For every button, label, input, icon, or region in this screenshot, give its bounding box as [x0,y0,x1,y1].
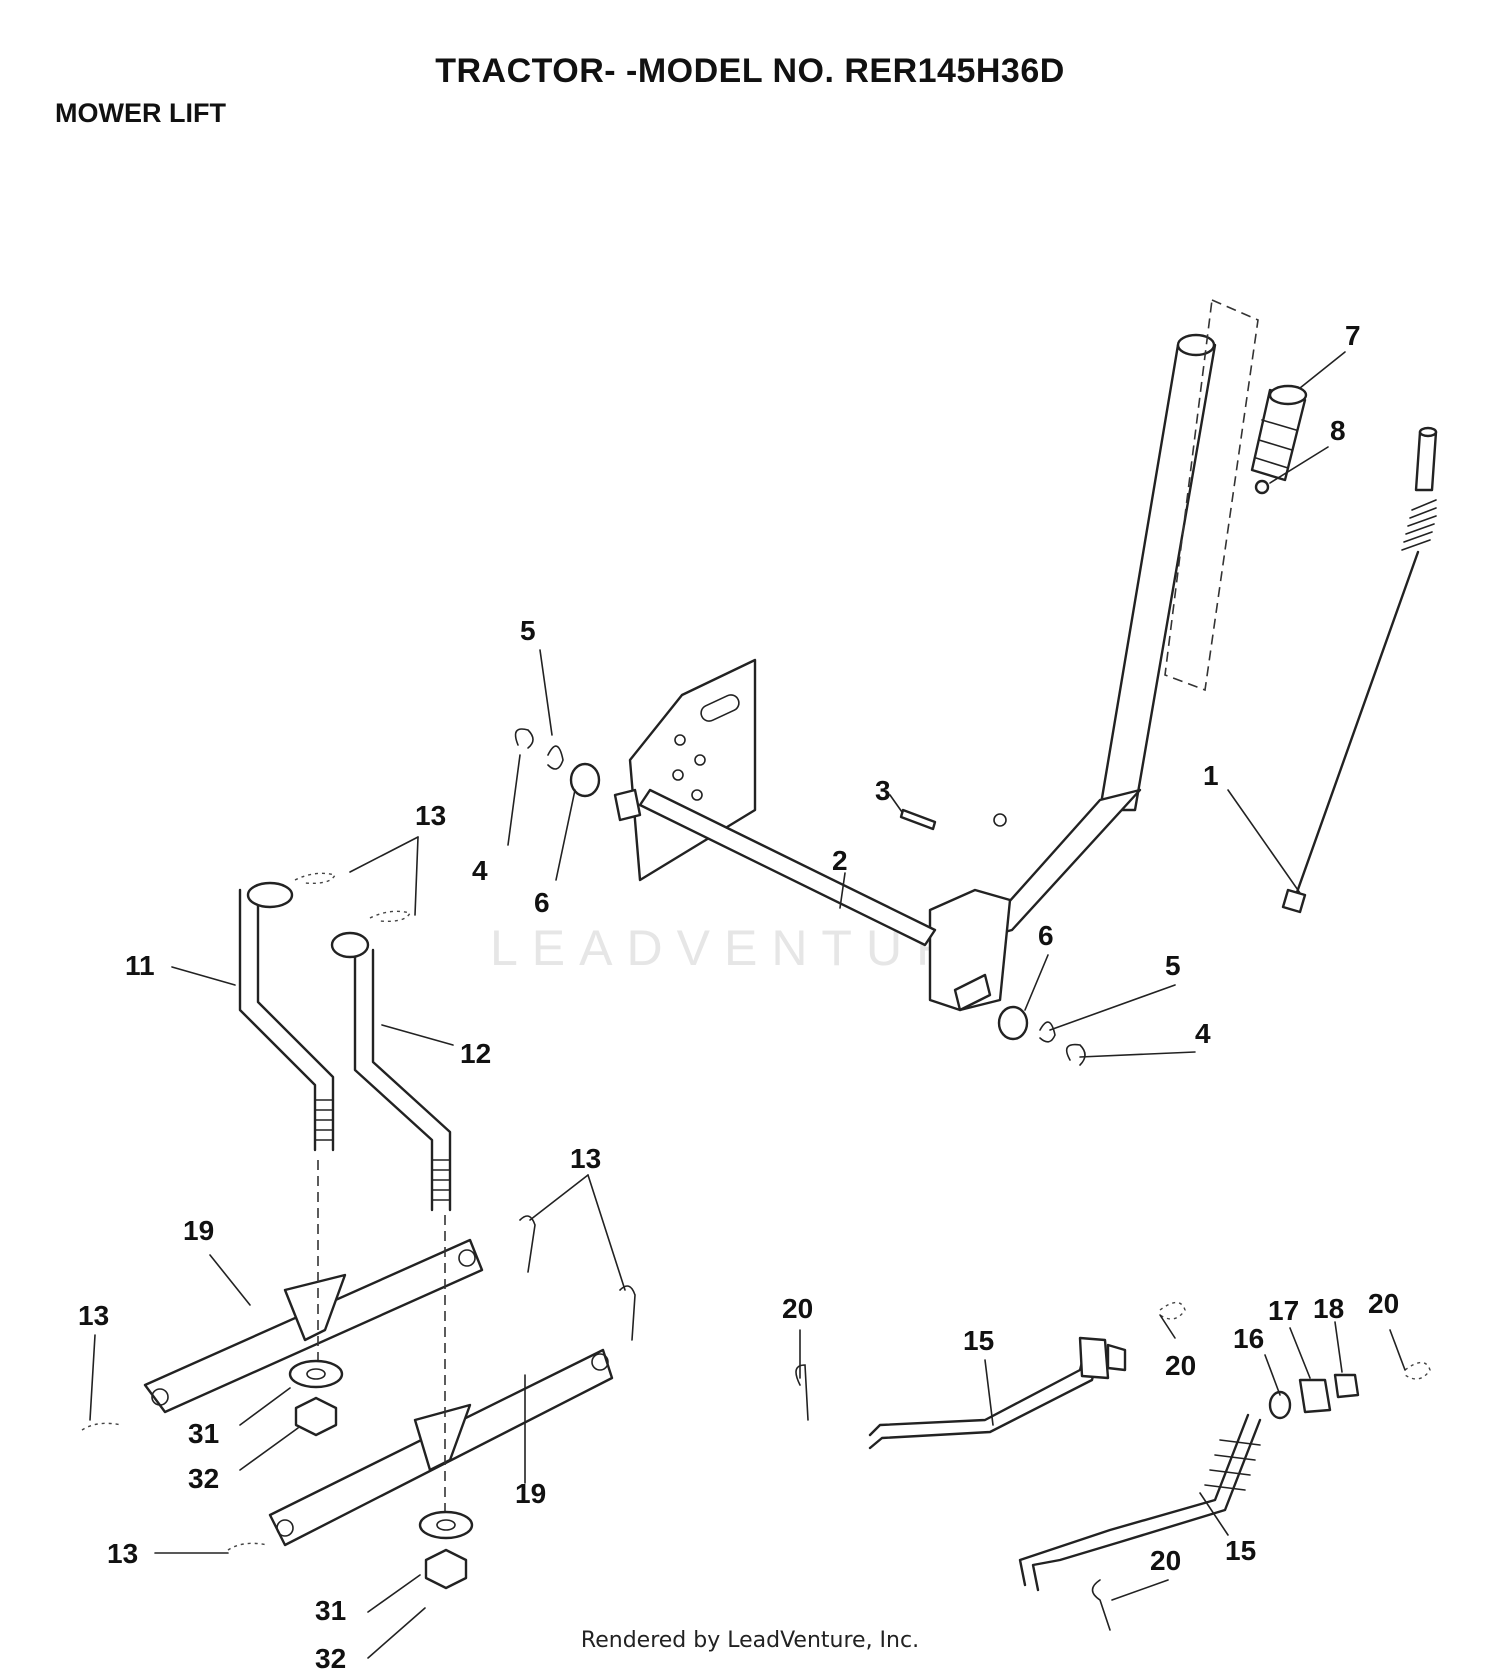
cotter-pin-20d[interactable] [1091,1579,1111,1631]
lift-rod-assembly[interactable] [1281,426,1438,914]
washer-16[interactable] [1268,1390,1292,1420]
trunnion-17[interactable] [1298,1378,1332,1414]
callout-8: 8 [1330,415,1346,446]
nut-18[interactable] [1333,1373,1360,1399]
hairpin-13e[interactable] [81,1422,123,1431]
section-title: MOWER LIFT [55,98,226,128]
callout-20-bottom: 20 [1150,1545,1181,1576]
callout-19-lower: 19 [515,1478,546,1509]
clip-right[interactable] [1065,1043,1086,1066]
lift-arm-lower[interactable] [268,1348,614,1547]
callout-4-right: 4 [1195,1018,1211,1049]
washer-left[interactable] [569,762,601,798]
callout-6-left: 6 [534,887,550,918]
cotter-pin-20a[interactable] [795,1364,809,1421]
callout-31-upper: 31 [188,1418,219,1449]
bushing-lower[interactable] [418,1510,474,1540]
callout-1: 1 [1203,760,1219,791]
lift-handle[interactable] [928,333,1217,1012]
callout-17: 17 [1268,1295,1299,1326]
cotter-pin-20c[interactable] [1404,1361,1431,1380]
lift-rod-upper[interactable] [868,1336,1127,1450]
callout-16: 16 [1233,1323,1264,1354]
nut-lower[interactable] [424,1548,468,1590]
callout-5-left: 5 [520,615,536,646]
cotter-pin-20b[interactable] [1159,1301,1186,1320]
hairpin-13d[interactable] [619,1285,636,1341]
callout-15-lower: 15 [1225,1535,1256,1566]
key[interactable] [899,808,937,831]
shaft-left-pin[interactable] [613,788,642,822]
callout-13-mid: 13 [570,1143,601,1174]
callout-18: 18 [1313,1293,1344,1324]
callout-2: 2 [832,845,848,876]
callout-11: 11 [125,950,155,981]
leader-lines [89,351,1406,1659]
lift-link-left[interactable] [238,881,335,1152]
callout-13-left: 13 [78,1300,109,1331]
washer-right[interactable] [997,1005,1029,1041]
ring-right[interactable] [1039,1021,1056,1043]
callout-20-mid: 20 [1165,1350,1196,1381]
callout-32-upper: 32 [188,1463,219,1494]
callout-7: 7 [1345,320,1361,351]
callout-3: 3 [875,775,891,806]
lift-arm-upper[interactable] [143,1238,484,1414]
callout-5-right: 5 [1165,950,1181,981]
hairpin-13a[interactable] [294,872,337,885]
diagram-title: TRACTOR- -MODEL NO. RER145H36D [435,52,1065,90]
nut-upper[interactable] [294,1396,338,1437]
callout-19-upper: 19 [183,1215,214,1246]
grip-ball[interactable] [1254,479,1270,495]
shaft-end-pin[interactable] [953,973,992,1012]
callout-13-bottom: 13 [107,1538,138,1569]
callout-15-upper: 15 [963,1325,994,1356]
lift-link-right[interactable] [330,931,452,1212]
cross-shaft[interactable] [638,788,937,947]
callout-12: 12 [460,1038,491,1069]
callout-20-right: 20 [1368,1288,1399,1319]
callout-31-lower: 31 [315,1595,346,1626]
hairpin-13c[interactable] [519,1215,536,1273]
callout-32-lower: 32 [315,1643,346,1670]
footer-credit: Rendered by LeadVenture, Inc. [580,1628,920,1653]
clip-left[interactable] [514,728,534,749]
hairpin-13b[interactable] [369,910,412,923]
callout-20-left: 20 [782,1293,813,1324]
ring-left[interactable] [547,745,564,770]
handle-grip[interactable] [1250,384,1308,482]
callout-4-left: 4 [472,855,488,886]
callout-13-top: 13 [415,800,446,831]
handle-phantom-outline [1164,298,1259,692]
hairpin-13f[interactable] [227,1542,269,1551]
callout-6-right: 6 [1038,920,1054,951]
bushing-upper[interactable] [288,1359,344,1389]
lift-rod-lower[interactable] [1018,1413,1262,1592]
